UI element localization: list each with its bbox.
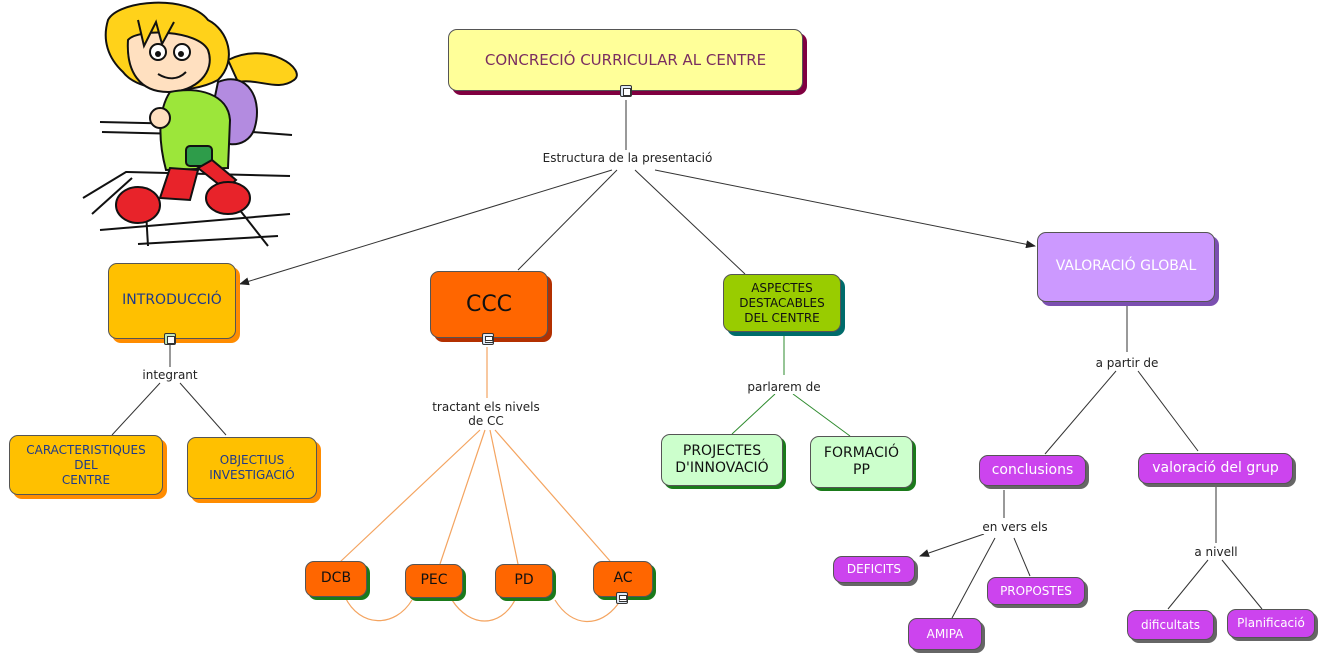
title-concept[interactable]: CONCRECIÓ CURRICULAR AL CENTRE — [448, 29, 803, 91]
concept-aspectes[interactable]: ASPECTES DESTACABLES DEL CENTRE — [723, 274, 841, 332]
linking-phrase-apartir: a partir de — [1088, 356, 1166, 371]
concept-map-resource-icon[interactable] — [616, 592, 628, 604]
concept-conclusions[interactable]: conclusions — [979, 455, 1086, 486]
concept-caracteristiques[interactable]: CARACTERISTIQUES DEL CENTRE — [9, 435, 163, 495]
concept-valoracio-grup[interactable]: valoració del grup — [1138, 453, 1293, 484]
concept-pd[interactable]: PD — [495, 564, 553, 598]
linking-phrase-parlarem: parlarem de — [738, 380, 830, 395]
linking-phrase-tractant: tractant els nivels de CC — [418, 400, 554, 429]
concept-propostes[interactable]: PROPOSTES — [987, 577, 1085, 605]
document-resource-icon[interactable] — [620, 85, 632, 97]
concept-ccc[interactable]: CCC — [430, 271, 548, 338]
concept-valoracio-global[interactable]: VALORACIÓ GLOBAL — [1037, 232, 1215, 302]
concept-objectius[interactable]: OBJECTIUS INVESTIGACIÓ — [187, 437, 317, 499]
concept-planificacio[interactable]: Planificació — [1227, 609, 1315, 638]
concept-dificultats[interactable]: dificultats — [1127, 610, 1214, 640]
concept-pec[interactable]: PEC — [405, 564, 463, 598]
concept-amipa[interactable]: AMIPA — [908, 618, 982, 650]
concept-map-resource-icon[interactable] — [482, 333, 494, 345]
concept-formacio[interactable]: FORMACIÓ PP — [810, 436, 913, 488]
linking-phrase-integrant: integrant — [130, 368, 210, 383]
cartoon-schoolgirl-illustration — [82, 1, 298, 247]
linking-phrase-structure: Estructura de la presentació — [530, 151, 725, 166]
linking-phrase-envers: en vers els — [974, 520, 1056, 535]
concept-ac[interactable]: AC — [593, 561, 653, 597]
concept-deficits[interactable]: DEFICITS — [833, 556, 915, 583]
linking-phrase-anivell: a nivell — [1186, 545, 1246, 560]
concept-dcb[interactable]: DCB — [305, 561, 367, 597]
concept-introduccio[interactable]: INTRODUCCIÓ — [108, 263, 236, 339]
concept-projectes[interactable]: PROJECTES D'INNOVACIÓ — [661, 434, 783, 486]
spreadsheet-resource-icon[interactable] — [164, 333, 176, 345]
